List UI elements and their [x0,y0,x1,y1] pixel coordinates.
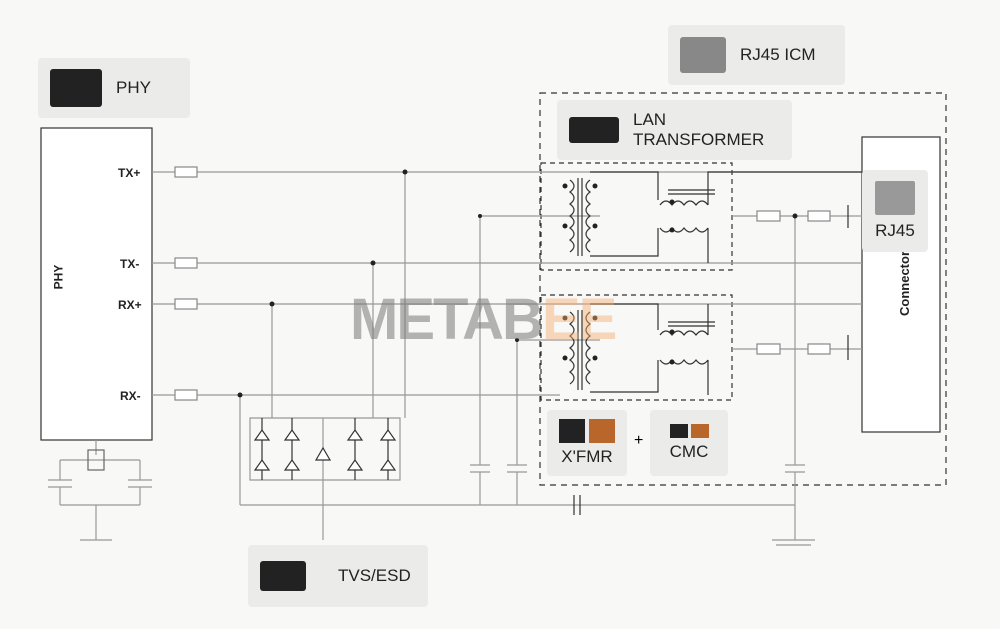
rj45-icm-boundary [539,92,947,486]
phy-card-label: PHY [116,78,151,97]
xfmr-coil-icon [589,419,615,443]
connector-label: Connector [897,251,912,316]
rj45-icm-card: RJ45 ICM [668,25,845,85]
tvs-chip-icon [260,561,306,591]
phy-block-label: PHY [51,264,66,290]
lan-label: LAN [633,110,667,129]
pin-tx-plus: TX+ [118,166,141,180]
phy-chip-icon [50,69,102,107]
cmc-component-icon [669,424,688,438]
plus-sign: + [634,432,644,449]
transformer-chip-icon [569,117,619,143]
pin-rx-minus: RX- [120,389,141,403]
rj45-icm-label: RJ45 ICM [740,45,816,64]
watermark: METABEE [350,287,617,352]
rj45-port-icon [875,181,915,215]
tvs-label: TVS/ESD [338,566,411,585]
rj45-label: RJ45 [875,221,915,240]
phy-box [40,127,153,441]
pin-tx-minus: TX- [120,257,140,271]
cmc-coil-icon [690,424,709,438]
resistors [174,166,831,401]
cmc-card: CMC [650,410,728,476]
xfmr-card: X'FMR [547,410,627,476]
pin-rx-plus: RX+ [118,298,142,312]
transformer-windings [569,171,862,395]
xfmr-component-icon [559,419,585,443]
signal-lines [48,171,862,546]
phy-card: PHY [38,58,190,118]
cmc-label: CMC [669,442,709,461]
junction-dots [237,169,798,398]
rj45-jack-icon [680,37,726,73]
rj45-card: RJ45 [862,170,928,252]
xfmr-label: X'FMR [561,447,613,466]
tvs-diodes [253,418,397,480]
transformer-label: TRANSFORMER [633,130,765,149]
transformer-block-2 [540,294,733,401]
tvs-card: TVS/ESD [248,545,428,607]
